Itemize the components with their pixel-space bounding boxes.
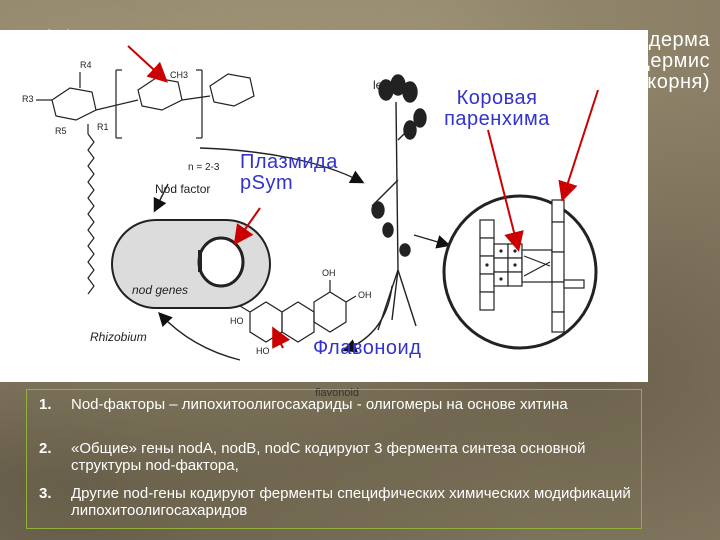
note-number: 2. — [39, 440, 52, 457]
flavonoid-ho-left: HO — [230, 316, 244, 326]
chem-r5: R5 — [55, 126, 67, 136]
flavonoid-ho-bottom: HO — [256, 346, 270, 356]
cortex-label: Коровая паренхима — [444, 87, 550, 130]
diagram-figure: legume Nod factor nod genes Rhizobium fl… — [0, 30, 648, 399]
root-section — [442, 194, 598, 350]
flavonoid-oh-top: OH — [322, 268, 336, 278]
note-text: «Общие» гены nodA, nodB, nodC кодируют 3… — [71, 440, 586, 474]
chem-r4: R4 — [80, 60, 92, 70]
plasmid-label: Плазмида pSym — [240, 151, 338, 194]
rhizobium-label: Rhizobium — [90, 330, 147, 344]
note-number: 3. — [39, 485, 52, 502]
diagram-drawing — [36, 45, 599, 361]
note-number: 1. — [39, 396, 52, 413]
rhizoderm-label: Ризодерма (эпидермис корня) — [597, 29, 710, 93]
note-text: Другие nod-гены кодируют ферменты специф… — [71, 485, 631, 519]
nod-genes-label: nod genes — [132, 283, 189, 297]
nod-factor-label: Nod factor — [155, 182, 211, 196]
n-range-label: n = 2-3 — [188, 162, 220, 173]
note-text: Nod-факторы – липохитоолигосахариды - ол… — [71, 396, 568, 413]
chem-ch3: CH3 — [170, 70, 189, 80]
note-item: 2. «Общие» гены nodA, nodB, nodC кодирую… — [39, 440, 631, 474]
rhizobium-cell — [111, 219, 271, 309]
cycle-arrows — [153, 147, 451, 361]
chem-r3: R3 — [22, 94, 34, 104]
pointer-arrows — [127, 45, 599, 349]
chem-r1: R1 — [97, 122, 109, 132]
legume-plant — [371, 74, 427, 331]
nod-factor-title: Nod-фактор — [12, 27, 134, 50]
legume-label: legume — [373, 78, 413, 92]
flavonoid-oh-right: OH — [358, 290, 372, 300]
note-item: 1. Nod-факторы – липохитоолигосахариды -… — [39, 396, 631, 413]
note-item: 3. Другие nod-гены кодируют ферменты спе… — [39, 485, 631, 519]
flavonoid-label: Флавоноид — [313, 337, 422, 359]
flavonoid-figure-label: flavonoid — [315, 387, 360, 399]
nod-factor-structure — [36, 69, 255, 295]
notes-box: 1. Nod-факторы – липохитоолигосахариды -… — [26, 389, 642, 529]
